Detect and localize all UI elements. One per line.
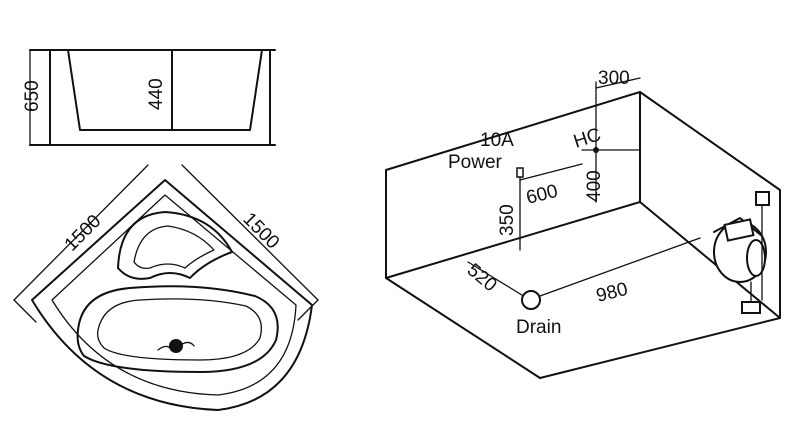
inner-depth-label: 440 — [146, 78, 167, 110]
power-label: Power — [448, 152, 503, 173]
power-width-label: 600 — [524, 181, 560, 209]
drain-length-label: 980 — [594, 279, 630, 307]
power-height-label: 350 — [497, 204, 518, 236]
wall-offset-dimension-line — [595, 77, 641, 89]
top-view-seat-inner — [133, 225, 215, 270]
right-side-dimension-line — [181, 164, 319, 301]
top-view: 1500 1500 — [13, 164, 319, 411]
top-view-outline — [31, 179, 313, 411]
pump-plug-icon — [741, 301, 761, 314]
hc-outlet-dot — [593, 147, 599, 153]
right-dimension-tick — [297, 299, 319, 321]
pump-switch-icon — [755, 191, 770, 206]
front-view-outline — [29, 49, 276, 146]
top-view-basin — [76, 285, 279, 373]
drain-side-label: 520 — [463, 260, 501, 296]
front-view-basin — [67, 49, 263, 131]
top-view-seat — [117, 211, 233, 280]
drain-length-dimension-line — [539, 237, 701, 297]
top-view-rim — [51, 194, 297, 396]
drain-icon — [157, 339, 195, 353]
installation-view: 300 HC 400 10A Power 600 350 520 980 Dra… — [385, 68, 781, 379]
drain-side-dimension-line — [467, 261, 531, 301]
power-amp-label: 10A — [480, 130, 514, 151]
drain-label: Drain — [516, 317, 561, 338]
power-outlet-icon — [516, 167, 524, 178]
wall-offset-label: 300 — [598, 68, 630, 89]
hc-height-label: 400 — [584, 170, 605, 202]
power-width-line — [519, 163, 583, 181]
height-label: 650 — [22, 80, 43, 112]
left-side-dimension-line — [13, 164, 149, 301]
hc-label: HC — [571, 124, 604, 152]
pump-icon — [713, 217, 767, 283]
right-side-label: 1500 — [238, 209, 283, 254]
drain-circle — [521, 290, 541, 310]
top-view-basin-inner — [96, 298, 263, 361]
left-side-label: 1500 — [61, 211, 106, 256]
left-dimension-tick — [13, 299, 37, 323]
front-view: 650 440 — [22, 49, 276, 146]
